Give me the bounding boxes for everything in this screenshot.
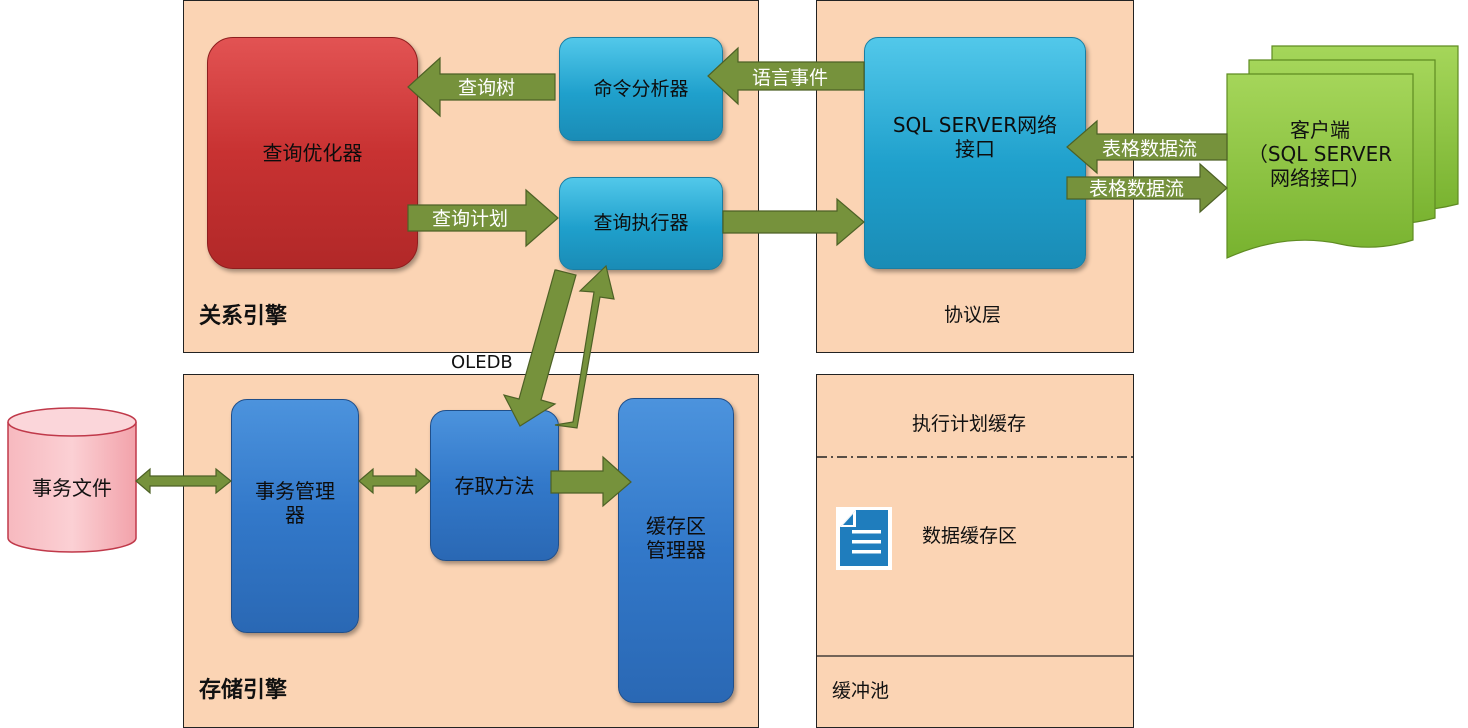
file-manager-double-arrow — [135, 467, 232, 495]
tds-out-label: 表格数据流 — [1089, 178, 1184, 200]
oledb-down-arrow — [502, 269, 577, 427]
tds-in-arrow — [1066, 119, 1228, 175]
query-tree-label: 查询树 — [458, 77, 515, 99]
manager-access-double-arrow — [358, 467, 431, 495]
access-methods-node: 存取方法 — [430, 410, 559, 561]
document-icon — [836, 507, 892, 570]
plan-cache-label: 执行计划缓存 — [912, 413, 1027, 435]
oledb-up-arrow — [554, 264, 615, 429]
storage-engine-title: 存储引擎 — [199, 678, 288, 703]
query-tree-arrow — [407, 56, 556, 118]
buffer-manager-node: 缓存区 管理器 — [618, 398, 734, 703]
sql-server-net-interface-node: SQL SERVER网络 接口 — [864, 37, 1086, 269]
language-event-arrow — [707, 46, 865, 106]
tds-in-label: 表格数据流 — [1102, 138, 1197, 160]
query-plan-arrow — [407, 188, 559, 248]
language-event-label: 语言事件 — [752, 67, 828, 89]
transaction-manager-node: 事务管理 器 — [231, 399, 359, 633]
query-optimizer-node: 查询优化器 — [207, 37, 418, 269]
command-parser-node: 命令分析器 — [559, 37, 723, 141]
access-to-buffer-arrow — [550, 455, 632, 508]
transaction-file-node: 事务文件 — [32, 476, 112, 500]
data-cache-label: 数据缓存区 — [922, 525, 1018, 547]
protocol-layer-title: 协议层 — [944, 304, 1002, 326]
oledb-label: OLEDB — [451, 352, 513, 373]
relational-engine-title: 关系引擎 — [199, 304, 288, 329]
client-node: 客户端 （SQL SERVER 网络接口） — [1247, 118, 1393, 190]
buffer-pool-title: 缓冲池 — [832, 680, 890, 702]
tds-out-arrow — [1066, 162, 1228, 214]
executor-to-net-arrow — [722, 197, 865, 247]
query-executor-node: 查询执行器 — [559, 177, 723, 270]
query-plan-label: 查询计划 — [432, 208, 508, 230]
